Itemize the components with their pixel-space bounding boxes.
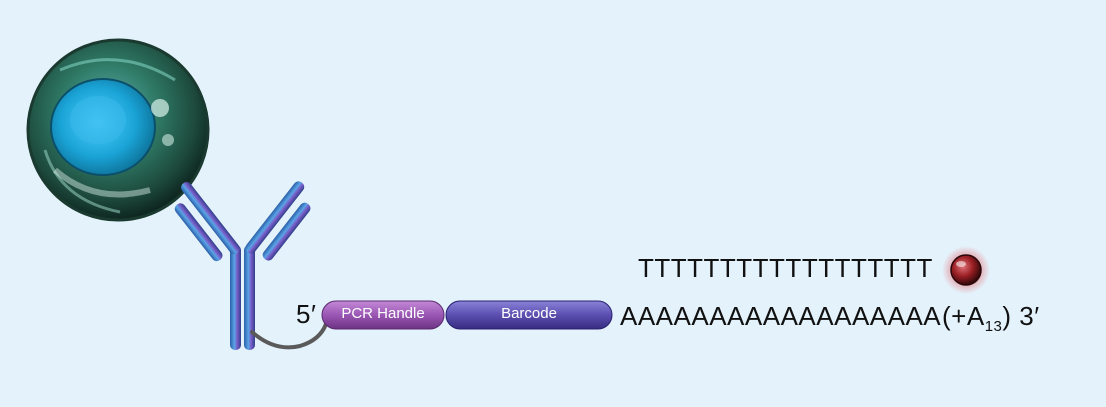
pcr-handle-segment (321, 300, 445, 330)
three-prime-label: 3′ (1019, 301, 1040, 331)
poly-a-sequence: AAAAAAAAAAAAAAAAAA (620, 301, 942, 331)
linker-strand (250, 322, 328, 350)
cell-icon (26, 38, 210, 222)
poly-a-extension-prefix: (+A (942, 301, 985, 331)
barcode-label: Barcode (501, 305, 557, 322)
poly-t-sequence: TTTTTTTTTTTTTTTTTT (638, 253, 933, 283)
poly-a-extension-subscript: 13 (984, 318, 1003, 336)
pcr-handle-label: PCR Handle (341, 305, 425, 322)
antibody-icon (174, 181, 311, 350)
poly-a-extension-suffix: ) (1002, 301, 1012, 331)
five-prime-label: 5′ (296, 299, 317, 329)
poly-a-extension: (+A13) 3′ (942, 301, 1040, 335)
bead-icon (942, 246, 990, 294)
barcode-segment (445, 300, 613, 330)
